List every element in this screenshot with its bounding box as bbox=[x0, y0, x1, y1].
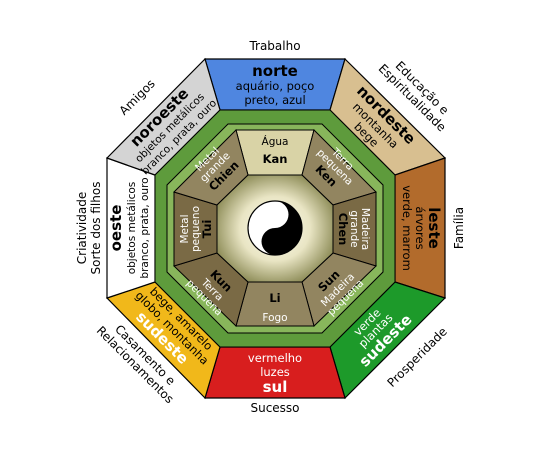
trigram-n-name: Kan bbox=[263, 152, 288, 166]
label-criatividade-1: Criatividade bbox=[75, 192, 89, 264]
norte-line2: preto, azul bbox=[244, 93, 305, 107]
trigram-s-l1: Fogo bbox=[262, 312, 287, 324]
leste-line1: árvores bbox=[413, 206, 427, 249]
leste-line2: verde, marrom bbox=[400, 185, 414, 271]
norte-line1: aquário, poço bbox=[236, 79, 315, 93]
label-familia: Família bbox=[452, 207, 466, 249]
sul-line1: vermelho bbox=[248, 351, 302, 365]
trigram-e-l2: grande bbox=[348, 210, 360, 247]
trigram-n-l1: Água bbox=[262, 135, 289, 148]
oeste-line1: objetos metálicos bbox=[126, 182, 138, 275]
oeste-title: oeste bbox=[107, 205, 125, 252]
trigram-e-l1: Madeira bbox=[359, 208, 371, 250]
trigram-ring bbox=[173, 129, 377, 327]
norte-title: norte bbox=[252, 62, 298, 80]
sul-line2: luzes bbox=[260, 365, 290, 379]
trigram-e-name: Chen bbox=[336, 213, 350, 246]
label-trabalho: Trabalho bbox=[248, 39, 300, 53]
label-criatividade-2: Sorte dos filhos bbox=[89, 182, 103, 275]
outer-ring bbox=[105, 57, 447, 400]
sul-title: sul bbox=[263, 378, 288, 396]
oeste-line2: branco, prata, ouro bbox=[139, 177, 151, 278]
trigram-s-name: Li bbox=[269, 291, 280, 305]
trigram-w-name: Tui bbox=[200, 220, 214, 239]
leste-title: leste bbox=[425, 207, 443, 249]
yin-yang-icon bbox=[247, 200, 303, 256]
label-sucesso: Sucesso bbox=[250, 401, 299, 415]
trigram-w-l2: pequeno bbox=[190, 206, 202, 252]
trigram-w-l1: Metal bbox=[179, 215, 191, 244]
